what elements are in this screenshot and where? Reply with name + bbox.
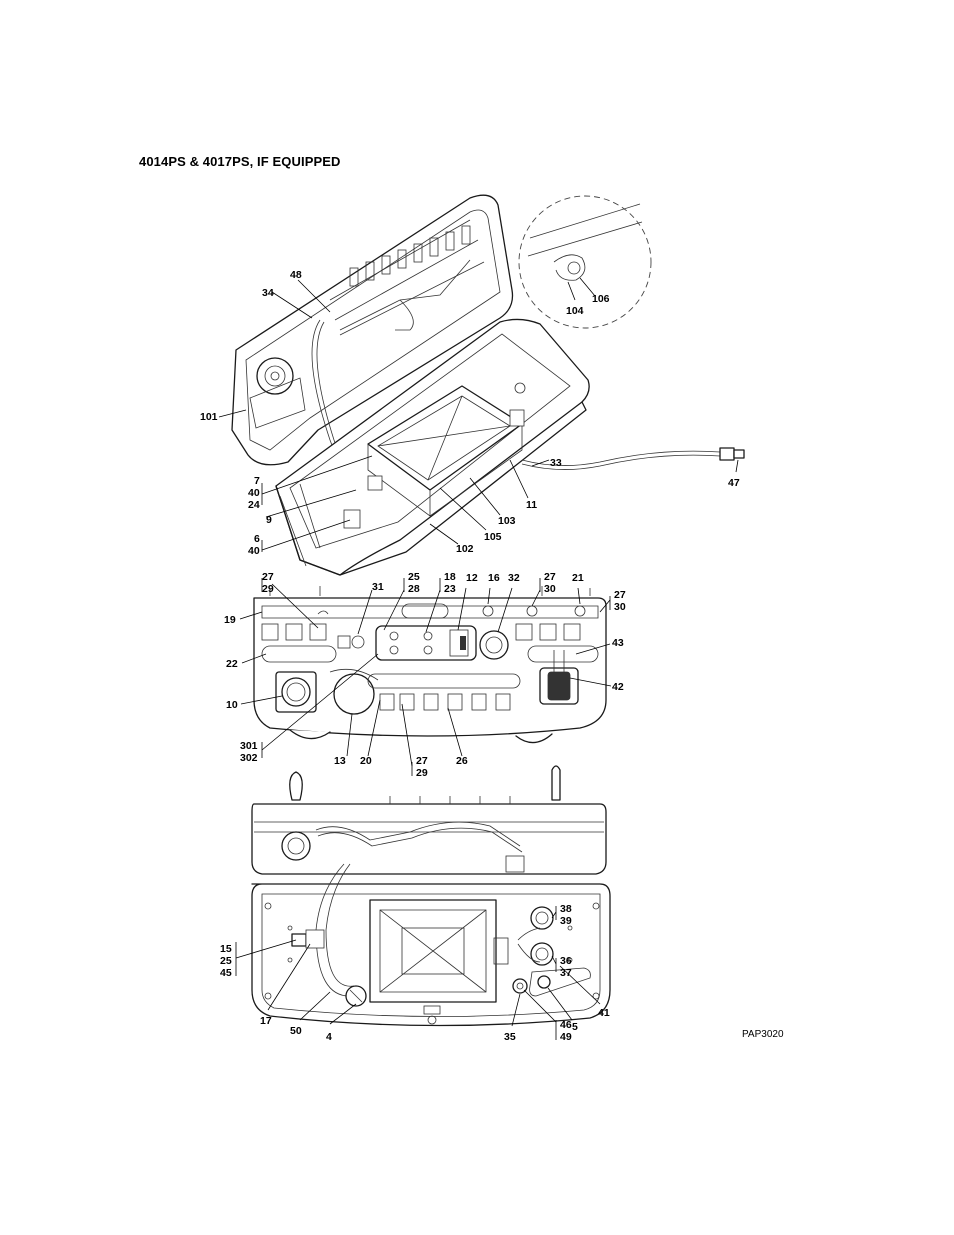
callout-33: 33 <box>550 457 562 469</box>
callout-106: 106 <box>592 293 610 305</box>
callout-48: 48 <box>290 269 302 281</box>
callout-7: 7 <box>254 475 260 487</box>
callout-37: 37 <box>560 967 572 979</box>
callout-36: 36 <box>560 955 572 967</box>
callout-105: 105 <box>484 531 502 543</box>
callout-50: 50 <box>290 1025 302 1037</box>
underside-view <box>252 766 610 1026</box>
callout-27: 27 <box>416 755 428 767</box>
callout-102: 102 <box>456 543 474 555</box>
callout-35: 35 <box>504 1031 516 1043</box>
callout-32: 32 <box>508 572 520 584</box>
callout-11: 11 <box>526 499 537 511</box>
callout-27: 27 <box>614 589 626 601</box>
callout-47: 47 <box>728 477 740 489</box>
callout-12: 12 <box>466 572 478 584</box>
figure-id: PAP3020 <box>742 1029 784 1040</box>
callout-16: 16 <box>488 572 500 584</box>
callout-22: 22 <box>226 658 238 670</box>
callout-38: 38 <box>560 903 572 915</box>
callout-49: 49 <box>560 1031 572 1043</box>
callout-101: 101 <box>200 411 218 423</box>
callout-40: 40 <box>248 487 260 499</box>
callout-31: 31 <box>372 581 384 593</box>
callout-15: 15 <box>220 943 232 955</box>
callout-104: 104 <box>566 305 584 317</box>
callout-27: 27 <box>262 571 274 583</box>
callout-20: 20 <box>360 755 372 767</box>
callout-28: 28 <box>408 583 420 595</box>
callout-10: 10 <box>226 699 238 711</box>
callout-30: 30 <box>544 583 556 595</box>
callout-19: 19 <box>224 614 236 626</box>
callout-30: 30 <box>614 601 626 613</box>
callout-301: 301 <box>240 740 258 752</box>
callout-29: 29 <box>262 583 274 595</box>
callout-5: 5 <box>572 1021 578 1033</box>
callout-103: 103 <box>498 515 516 527</box>
callout-21: 21 <box>572 572 584 584</box>
callout-4: 4 <box>326 1031 332 1043</box>
callout-43: 43 <box>612 637 624 649</box>
callout-40: 40 <box>248 545 260 557</box>
callout-34: 34 <box>262 287 274 299</box>
callout-302: 302 <box>240 752 258 764</box>
front-panel-view <box>254 586 606 743</box>
callout-25: 25 <box>220 955 232 967</box>
callout-27: 27 <box>544 571 556 583</box>
callout-23: 23 <box>444 583 456 595</box>
callout-17: 17 <box>260 1015 272 1027</box>
callout-9: 9 <box>266 514 272 526</box>
callout-45: 45 <box>220 967 232 979</box>
callout-29: 29 <box>416 767 428 779</box>
callout-18: 18 <box>444 571 456 583</box>
callout-6: 6 <box>254 533 260 545</box>
callout-13: 13 <box>334 755 346 767</box>
callout-25: 25 <box>408 571 420 583</box>
callout-42: 42 <box>612 681 624 693</box>
callout-46: 46 <box>560 1019 572 1031</box>
callout-41: 41 <box>598 1007 610 1019</box>
open-control-box-view <box>232 195 744 575</box>
callout-26: 26 <box>456 755 468 767</box>
callout-39: 39 <box>560 915 572 927</box>
callout-24: 24 <box>248 499 260 511</box>
